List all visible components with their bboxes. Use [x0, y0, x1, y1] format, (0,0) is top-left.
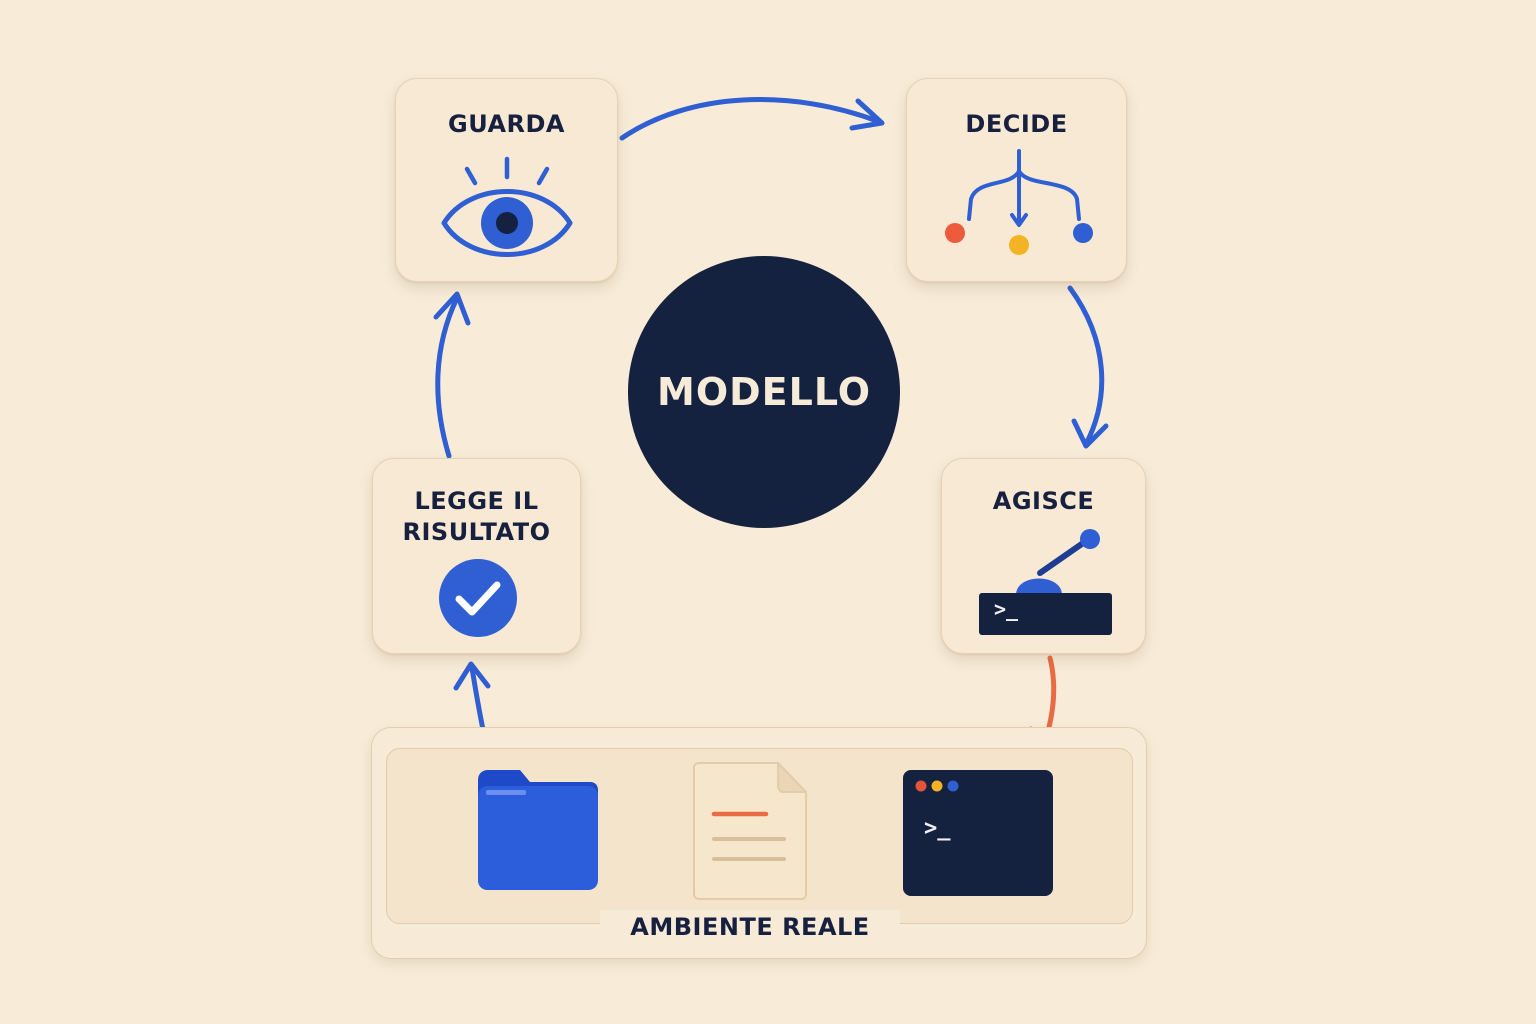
- arrow-decide-to-agisce: [1067, 285, 1105, 447]
- terminal-window-prompt: >_: [924, 816, 951, 841]
- folder-icon: [478, 770, 598, 890]
- agisce-prompt: >_: [994, 597, 1019, 621]
- lever-terminal-icon: [979, 529, 1112, 635]
- model-circle: MODELLO: [628, 256, 900, 528]
- node-decide: DECIDE: [906, 78, 1127, 282]
- node-guarda: GUARDA: [395, 78, 618, 282]
- document-icon: [693, 762, 807, 900]
- branch-icon: [945, 149, 1093, 255]
- arrow-guarda-to-decide: [619, 97, 883, 141]
- node-agisce-label: AGISCE: [992, 487, 1095, 515]
- node-decide-label: DECIDE: [965, 110, 1068, 138]
- node-legge-risultato: LEGGE IL RISULTATO: [372, 458, 581, 654]
- node-legge-label-line1: LEGGE IL: [414, 487, 539, 515]
- arrow-legge-to-guarda: [435, 295, 460, 459]
- check-circle-icon: [439, 559, 517, 637]
- environment-label: AMBIENTE REALE: [600, 910, 900, 944]
- eye-icon: [441, 156, 573, 257]
- terminal-window-icon: [903, 770, 1053, 896]
- node-legge-label-line2: RISULTATO: [402, 518, 551, 546]
- node-guarda-label: GUARDA: [448, 110, 565, 138]
- node-agisce: AGISCE >_: [941, 458, 1146, 654]
- model-label: MODELLO: [657, 370, 871, 414]
